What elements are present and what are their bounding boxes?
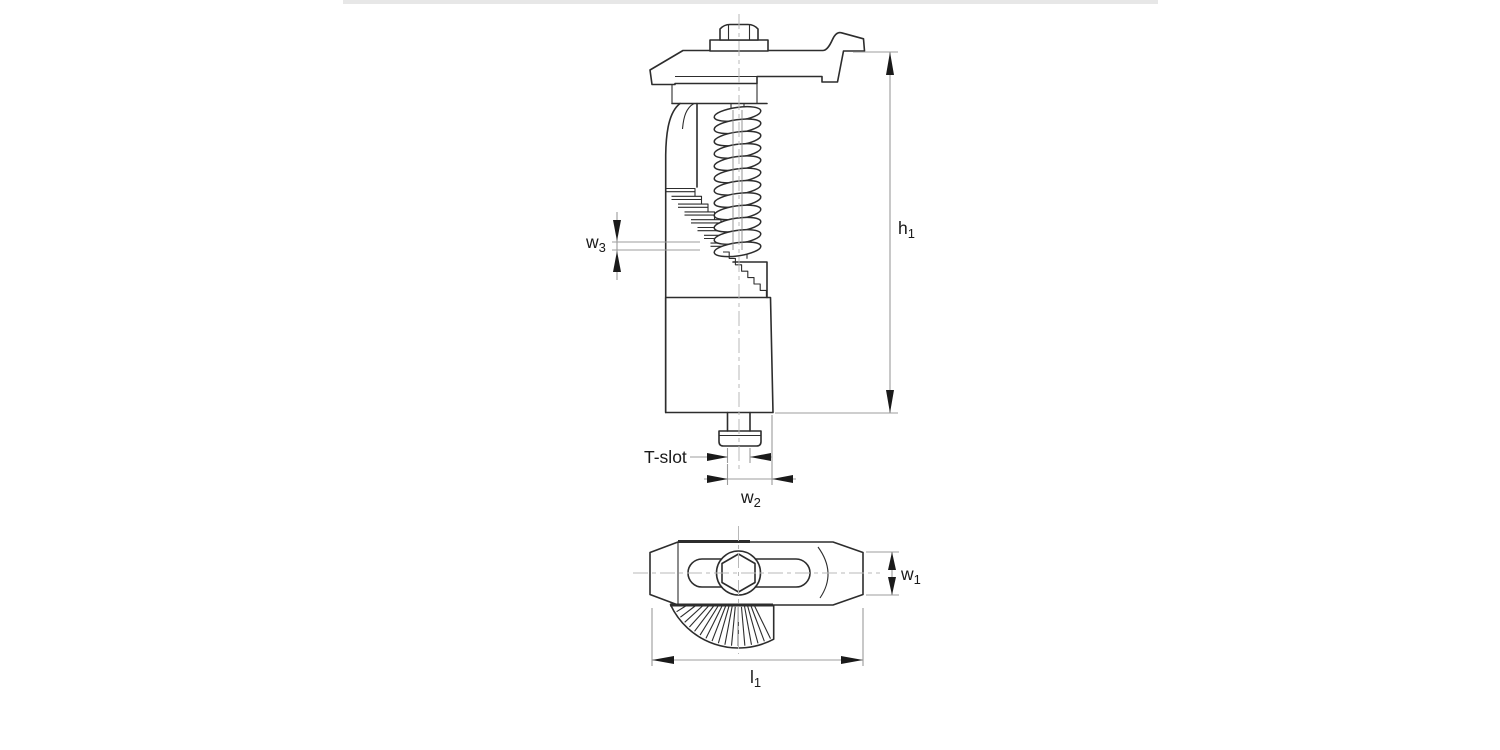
tenon-stem [726, 411, 751, 432]
fan-hatch-line [699, 604, 720, 636]
serrated-fan-hatch [676, 604, 771, 647]
fan-hatch-line [730, 606, 736, 646]
step-slat [684, 211, 716, 220]
plan-view [633, 526, 880, 654]
serrated-fan-outline [669, 603, 775, 649]
fan-hatch-line [744, 606, 753, 645]
dim-label-w3: w3 [585, 232, 606, 255]
arrowhead-right [841, 656, 863, 664]
dim-label-l1: l1 [750, 667, 761, 690]
fan-hatch-line [684, 604, 704, 623]
dim-label-w2: w2 [740, 487, 761, 510]
arrowhead-right [707, 475, 728, 483]
fan-hatch-line [689, 604, 710, 628]
arrowhead-left [750, 453, 771, 461]
arrowhead-left [772, 475, 793, 483]
dimension-w3: w3 [585, 212, 700, 280]
fan-hatch-line [717, 605, 730, 644]
fan-hatch-line [694, 604, 715, 632]
fan-hatch-line [740, 606, 746, 646]
fan-hatch-line [724, 606, 733, 645]
dimension-w2: w2 [704, 415, 796, 510]
arrowhead-up [613, 251, 621, 272]
arrowhead-down [888, 577, 896, 595]
dim-label-h1: h1 [898, 218, 915, 241]
side-view [649, 14, 866, 471]
clamp-head [649, 31, 866, 86]
arrowhead-down [886, 390, 894, 413]
hex-nut [719, 23, 759, 41]
dimension-l1: l1 [651, 608, 864, 690]
arrowhead-down [613, 220, 621, 241]
thread-coil [713, 241, 762, 258]
dimension-w1: w1 [866, 551, 921, 596]
body-left-edge [664, 102, 681, 414]
arrowhead-right [707, 453, 728, 461]
body-fillet-line [681, 103, 695, 130]
serrated-steps-lower [723, 251, 767, 297]
arrowhead-left [652, 656, 674, 664]
arrowhead-up [888, 552, 896, 570]
fan-hatch-line [680, 604, 697, 618]
step-slat [678, 203, 709, 212]
dim-label-w1: w1 [900, 564, 921, 587]
step-slat [671, 195, 703, 205]
tenon-foot [718, 430, 762, 447]
fine-step-zigzag [723, 251, 767, 297]
fan-hatch-line [753, 604, 771, 639]
dimension-t-slot: T-slot [644, 447, 772, 467]
fan-hatch-line [750, 604, 765, 642]
clamp-head-assembly [649, 23, 866, 105]
arrowhead-up [886, 52, 894, 75]
body-base [664, 296, 774, 414]
dimensions: h1 w3 T-slot w2 [585, 51, 921, 690]
top-edge-band [343, 0, 1158, 4]
fan-hatch-line [711, 604, 727, 642]
rack-block [732, 261, 768, 299]
screw-thread [713, 105, 762, 258]
fan-hatch-line [705, 604, 724, 639]
dimension-h1: h1 [775, 51, 915, 414]
fan-hatch-line [747, 605, 759, 644]
dim-label-t-slot: T-slot [644, 447, 687, 467]
step-slat [665, 187, 696, 197]
